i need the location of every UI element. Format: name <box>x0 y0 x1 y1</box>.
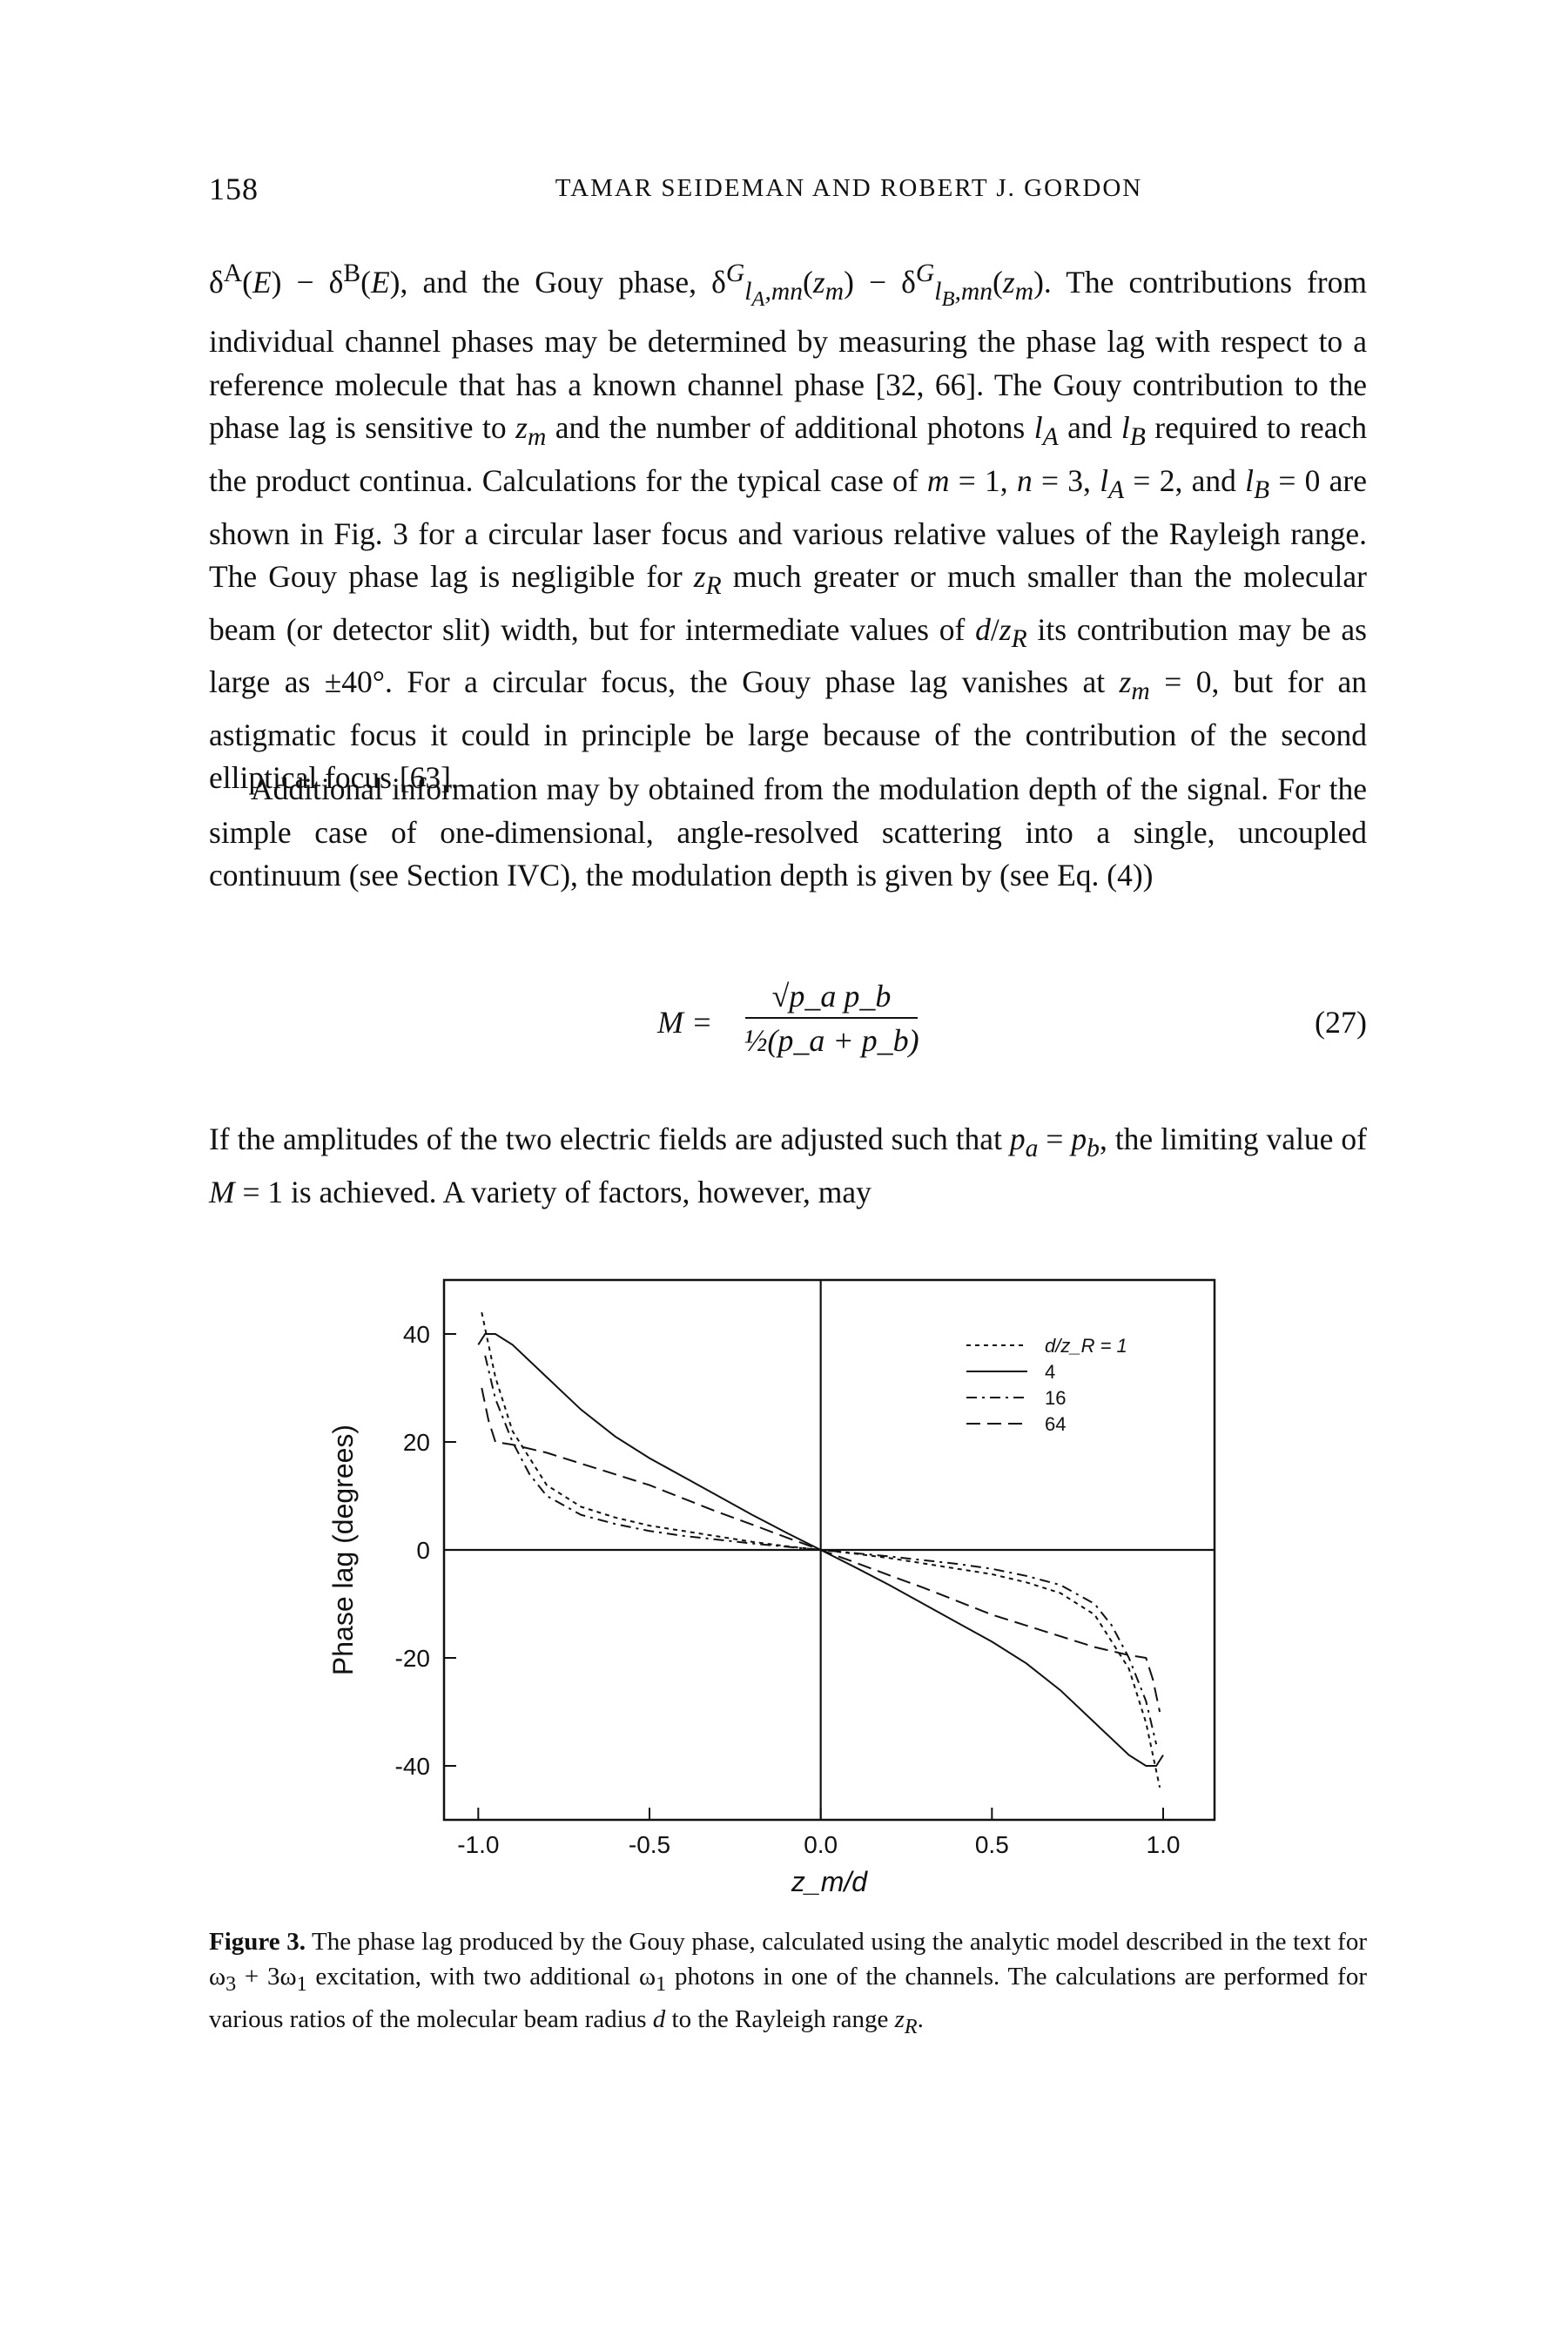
x-tick-label: -1.0 <box>457 1831 499 1858</box>
caption-label: Figure 3. <box>209 1928 306 1956</box>
equation-numerator: √p_a p_b <box>771 979 892 1014</box>
paragraph-2: Additional information may by obtained f… <box>209 771 1367 893</box>
phase-lag-chart: 40 20 0 -20 -40 -1.0 -0.5 0.0 0.5 1.0 z_m/d Phase l… <box>327 1278 1216 1897</box>
x-tick-label: 0.5 <box>975 1831 1009 1858</box>
equation-lhs: M = <box>657 1005 713 1040</box>
equation-number: (27) <box>1315 1005 1367 1040</box>
y-tick-label: -20 <box>395 1645 430 1672</box>
x-axis-label: z_m/d <box>791 1866 868 1897</box>
x-tick-label: -0.5 <box>629 1831 670 1858</box>
paragraph-1: δA(E) − δB(E), and the Gouy phase, δGlA,… <box>209 259 1368 796</box>
y-tick-label: 40 <box>403 1321 430 1348</box>
paragraph-3: If the amplitudes of the two electric fi… <box>209 1122 1367 1209</box>
page-number: 158 <box>209 172 259 206</box>
series-line-64 <box>481 1387 1161 1713</box>
legend-label-4: 4 <box>1045 1361 1055 1383</box>
caption-text: The phase lag produced by the Gouy phase… <box>209 1928 1367 2038</box>
equation-27: M = √p_a p_b ½(p_a + p_b) (27) <box>209 975 1367 1080</box>
series-layer <box>477 1311 1164 1789</box>
running-title: TAMAR SEIDEMAN AND ROBERT J. GORDON <box>555 174 1143 202</box>
legend-label-16: 16 <box>1045 1387 1066 1409</box>
x-tick-label: 0.0 <box>804 1831 838 1858</box>
legend-label-64: 64 <box>1045 1413 1066 1435</box>
y-tick-label: 0 <box>416 1537 430 1564</box>
equation-fraction: √p_a p_b ½(p_a + p_b) <box>740 975 923 1061</box>
legend: d/z_R = 1 4 16 64 <box>966 1335 1127 1435</box>
figure-3: 40 20 0 -20 -40 -1.0 -0.5 0.0 0.5 1.0 z_m/d Phase l… <box>322 1263 1245 1898</box>
y-axis-label: Phase lag (degrees) <box>327 1425 359 1675</box>
fraction-bar <box>745 1017 918 1019</box>
y-tick-label: 20 <box>403 1429 430 1456</box>
x-tick-label: 1.0 <box>1147 1831 1181 1858</box>
figure-caption: Figure 3. The phase lag produced by the … <box>209 1924 1367 2044</box>
axes-layer: 40 20 0 -20 -40 -1.0 -0.5 0.0 0.5 1.0 z_m/d Phase l… <box>327 1280 1215 1897</box>
equation-denominator: ½(p_a + p_b) <box>744 1023 919 1058</box>
legend-label-1: d/z_R = 1 <box>1045 1335 1127 1357</box>
running-head: 158 TAMAR SEIDEMAN AND ROBERT J. GORDON <box>209 171 1367 211</box>
y-tick-label: -40 <box>395 1753 430 1780</box>
